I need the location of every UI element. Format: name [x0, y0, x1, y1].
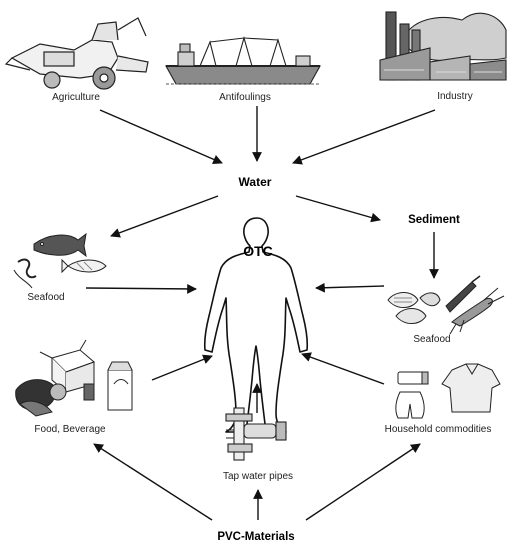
otc-label: OTC [243, 243, 273, 259]
household-items-icon [395, 363, 501, 419]
arrow-water-to-seafood [110, 195, 219, 238]
arrow-agriculture-to-water [99, 109, 223, 164]
factory-icon [379, 11, 507, 81]
pvc-materials-label: PVC-Materials [217, 531, 294, 543]
shellfish-lobster-icon [387, 275, 505, 335]
groceries-icon [15, 339, 133, 417]
arrow-water-to-sediment [295, 195, 381, 223]
arrow-food-to-human [151, 354, 213, 381]
arrow-pvc-to-food [93, 443, 213, 521]
fish-shrimp-icon [13, 232, 107, 289]
tap-water-pipes-label: Tap water pipes [223, 471, 293, 482]
human-figure-icon [203, 217, 309, 433]
seafood-right-label: Seafood [413, 334, 450, 345]
water-label: Water [239, 175, 272, 189]
arrow-seafood-right-to-human [315, 282, 385, 293]
pipes-icon [225, 407, 287, 461]
arrow-household-to-human [301, 352, 385, 385]
household-label: Household commodities [385, 424, 492, 435]
agriculture-label: Agriculture [52, 92, 100, 103]
arrow-industry-to-water [292, 109, 436, 165]
arrow-seafood-left-to-human [85, 284, 197, 294]
antifoulings-label: Antifoulings [219, 92, 271, 103]
sediment-label: Sediment [408, 214, 460, 226]
arrow-pvc-to-household [305, 443, 421, 521]
harvester-icon [4, 17, 149, 90]
seafood-left-label: Seafood [27, 292, 64, 303]
food-beverage-label: Food, Beverage [34, 424, 106, 435]
ship-icon [165, 35, 321, 85]
industry-label: Industry [437, 91, 473, 102]
